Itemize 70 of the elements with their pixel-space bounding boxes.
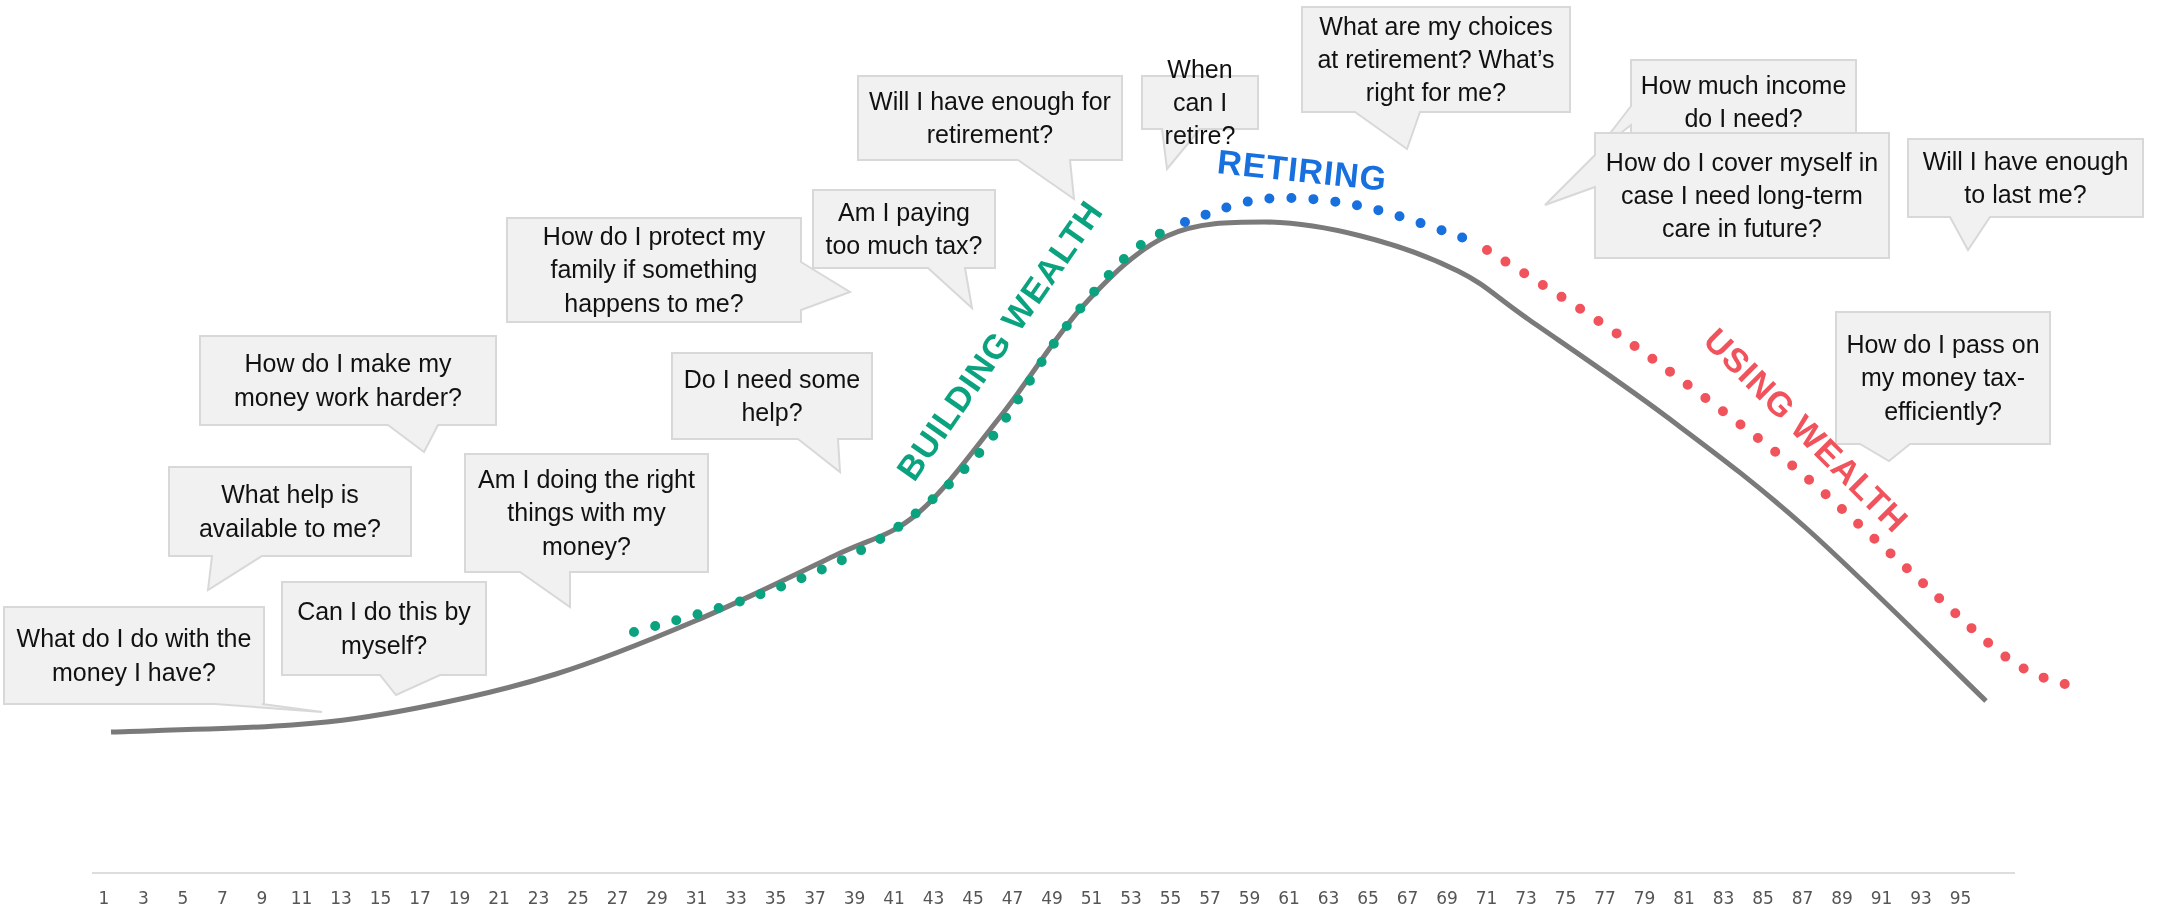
speech-bubble xyxy=(1907,138,2144,251)
axis-tick-label: 13 xyxy=(330,888,352,908)
axis-tick-label: 79 xyxy=(1633,888,1656,908)
axis-tick-label: 59 xyxy=(1238,888,1261,908)
axis-tick-label: 3 xyxy=(138,888,149,908)
question-text: How much income do I need? xyxy=(1639,69,1848,134)
axis-tick-label: 19 xyxy=(448,888,471,908)
speech-bubble xyxy=(281,581,487,696)
axis-tick-label: 35 xyxy=(764,888,787,908)
axis-tick-label: 41 xyxy=(883,888,905,908)
axis-tick-label: 55 xyxy=(1159,888,1182,908)
axis-tick-label: 43 xyxy=(922,888,945,908)
axis-tick-label: 73 xyxy=(1515,888,1537,908)
axis-tick-label: 9 xyxy=(256,888,268,908)
axis-tick-label: 37 xyxy=(804,888,826,908)
axis-tick-label: 89 xyxy=(1831,888,1853,908)
question-text: When can I retire? xyxy=(1163,53,1237,150)
axis-tick-label: 81 xyxy=(1673,888,1695,908)
axis-tick-label: 31 xyxy=(685,888,708,908)
question-text: Do I need some help? xyxy=(682,363,862,428)
axis-tick-label: 15 xyxy=(369,888,392,908)
speech-bubble xyxy=(857,75,1123,200)
axis-tick-label: 39 xyxy=(843,888,866,908)
question-text: Will I have enough to last me? xyxy=(1921,145,2130,210)
axis-tick-label: 5 xyxy=(177,888,189,908)
question-text: Am I paying too much tax? xyxy=(824,196,984,261)
question-text: What are my choices at retirement? What’s right for me? xyxy=(1316,10,1556,109)
axis-tick-label: 47 xyxy=(1001,888,1024,908)
axis-tick-label: 21 xyxy=(488,888,510,908)
axis-tick-label: 49 xyxy=(1041,888,1063,908)
axis-tick-label: 7 xyxy=(217,888,228,908)
question-text: How do I cover myself in case I need long-term care in future? xyxy=(1604,146,1880,245)
question-text: What do I do with the money I have? xyxy=(15,623,253,688)
axis-tick-label: 27 xyxy=(606,888,629,908)
axis-tick-label: 23 xyxy=(527,888,550,908)
question-text: What help is available to me? xyxy=(197,479,383,544)
axis-tick-label: 67 xyxy=(1396,888,1419,908)
axis-tick-label: 93 xyxy=(1910,888,1932,908)
axis-tick-label: 95 xyxy=(1949,888,1972,908)
speech-bubble xyxy=(1544,132,1890,259)
axis-tick-label: 63 xyxy=(1317,888,1340,908)
speech-bubble xyxy=(199,335,497,453)
axis-tick-label: 83 xyxy=(1712,888,1735,908)
question-text: Can I do this by myself? xyxy=(296,596,472,661)
question-text: How do I protect my family if something happens to me? xyxy=(541,221,767,319)
axis-tick-label: 33 xyxy=(725,888,747,908)
question-text: How do I make my money work harder? xyxy=(233,348,463,413)
axis-tick-label: 65 xyxy=(1357,888,1379,908)
axis-tick-label: 91 xyxy=(1870,888,1893,908)
axis-tick-label: 11 xyxy=(290,888,313,908)
axis-tick-label: 77 xyxy=(1594,888,1616,908)
axis-tick-label: 57 xyxy=(1199,888,1221,908)
axis-tick-label: 85 xyxy=(1752,888,1774,908)
axis-tick-label: 51 xyxy=(1080,888,1103,908)
axis-tick-label: 45 xyxy=(962,888,984,908)
axis-tick-label: 1 xyxy=(98,888,110,908)
question-text: Am I doing the right things with my money? xyxy=(477,464,696,562)
speech-bubble xyxy=(1301,6,1571,150)
speech-bubble xyxy=(168,466,412,591)
speech-bubble xyxy=(812,189,996,309)
axis-tick-label: 29 xyxy=(646,888,668,908)
question-text: Will I have enough for retirement? xyxy=(868,85,1112,150)
axis-tick-label: 61 xyxy=(1278,888,1300,908)
axis-tick-label: 17 xyxy=(409,888,431,908)
axis-tick-label: 25 xyxy=(567,888,589,908)
axis-tick-label: 87 xyxy=(1791,888,1814,908)
axis-tick-label: 53 xyxy=(1120,888,1142,908)
axis-tick-label: 75 xyxy=(1554,888,1577,908)
axis-tick-label: 71 xyxy=(1475,888,1498,908)
axis-tick-label: 69 xyxy=(1436,888,1458,908)
